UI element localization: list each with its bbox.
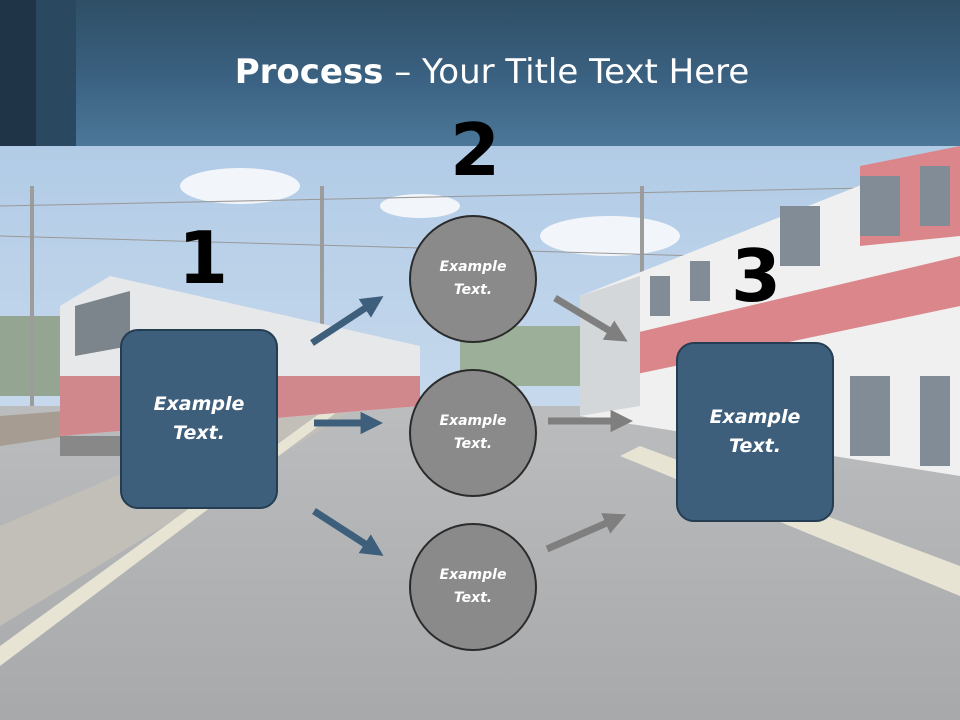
arrow-to-top-circle	[310, 296, 384, 346]
step-2-circle-bottom: Example Text.	[409, 523, 537, 651]
step-3-text: Example Text.	[709, 406, 801, 457]
step-1-text: Example Text.	[153, 393, 245, 444]
title-strong: Process	[234, 52, 384, 92]
step-number-2: 2	[450, 108, 501, 192]
step-number-1: 1	[178, 216, 229, 300]
header-band	[0, 0, 960, 146]
header-accent-dark	[0, 0, 36, 146]
circle-top-text: Example Text.	[439, 259, 507, 298]
circle-bottom-text: Example Text.	[439, 567, 507, 606]
step-3-box: Example Text.	[676, 342, 834, 522]
arrow-from-top-circle	[553, 294, 628, 342]
step-2-circle-top: Example Text.	[409, 215, 537, 343]
step-1-box: Example Text.	[120, 329, 278, 509]
slide-title: Process – Your Title Text Here	[0, 52, 960, 92]
header-accent-mid	[36, 0, 76, 146]
step-2-circle-middle: Example Text.	[409, 369, 537, 497]
title-rest: – Your Title Text Here	[383, 52, 750, 92]
circle-middle-text: Example Text.	[439, 413, 507, 452]
arrow-to-bottom-circle	[312, 508, 384, 556]
step-number-3: 3	[731, 234, 782, 318]
arrow-from-bottom-circle	[545, 513, 627, 553]
